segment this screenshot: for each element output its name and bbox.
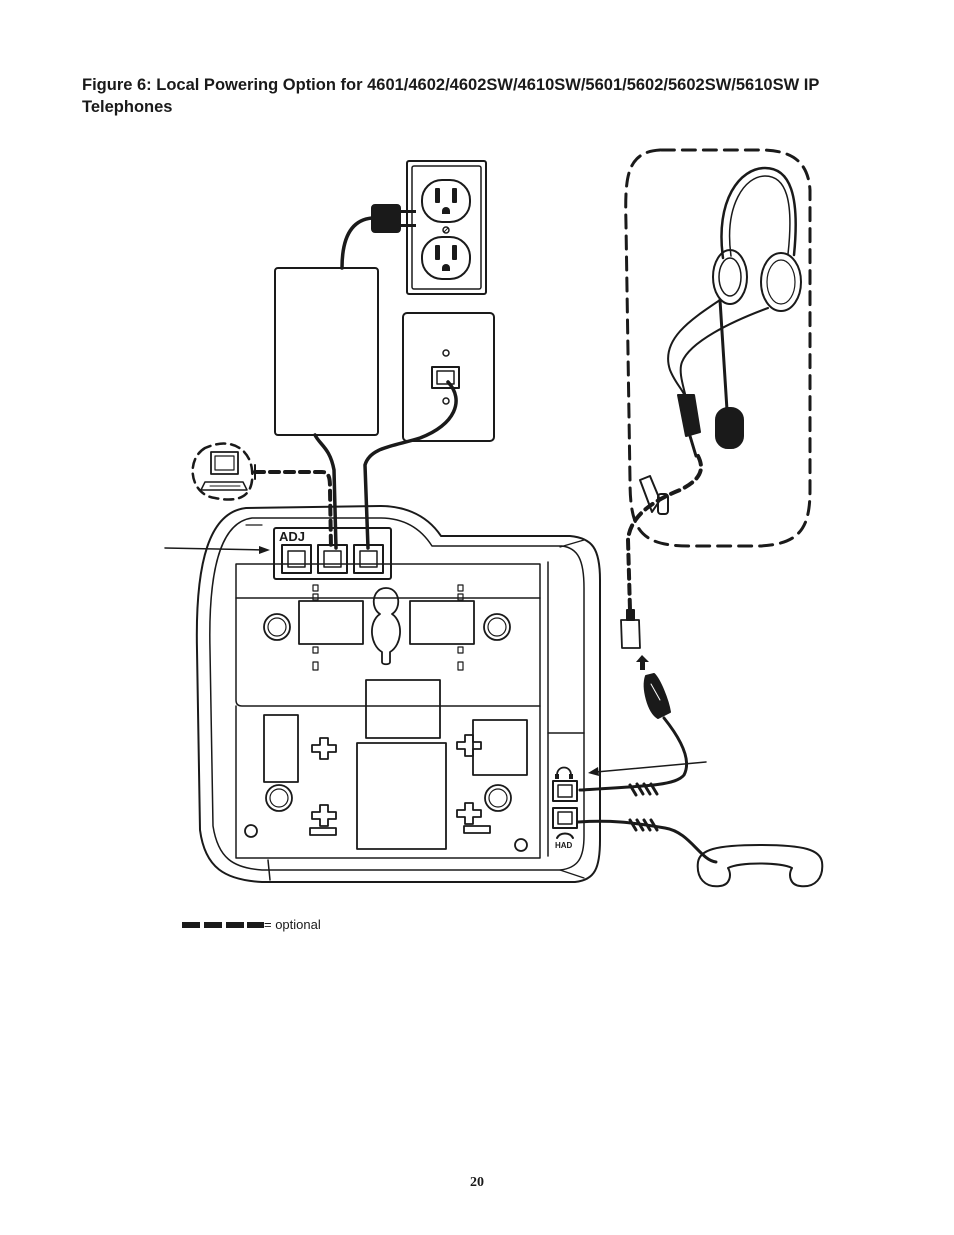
wall-mount-features [263,584,511,671]
handset-jack-icon: HAD [552,807,578,850]
power-adapter-icon [274,267,379,436]
adj-label: ADJ [279,529,305,544]
figure-title: Figure 6: Local Powering Option for 4601… [82,76,820,116]
wall-jack-icon [402,312,495,442]
phone-port-block: ADJ [273,527,392,580]
computer-icon [191,442,254,501]
headset-icon [624,148,812,548]
port-jack-3 [353,544,384,574]
headset-cord-connector [620,609,671,719]
legend-label: = optional [264,917,321,932]
bottom-features [244,679,528,852]
page-number: 20 [470,1175,484,1190]
legend-dash-swatch [182,922,264,928]
handset-icon [576,818,824,888]
headset-jack-callout [588,761,707,776]
power-plug-icon [371,204,416,233]
phone-base [195,505,601,883]
port-jack-1 [281,544,312,574]
handset-jack-label: HAD [555,841,573,850]
port-jack-2 [317,544,348,574]
legend: = optional [182,917,321,932]
headset-jack-icon [552,766,578,802]
callout-arrow [164,546,270,554]
power-outlet-icon [406,160,487,295]
